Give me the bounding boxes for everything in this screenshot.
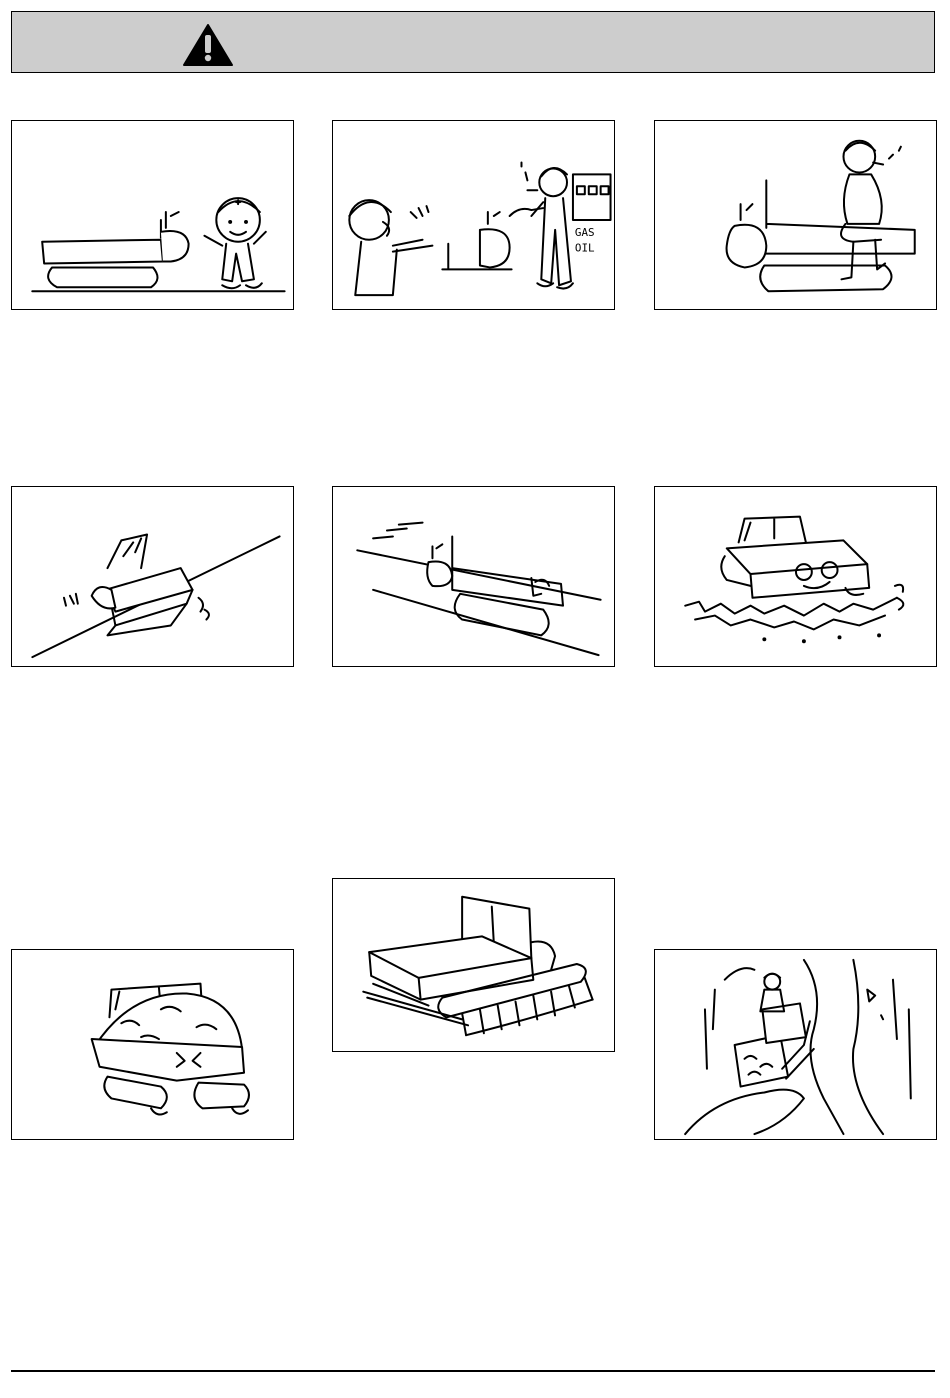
slope-tip-over-illustration xyxy=(12,487,293,666)
no-riding-illustration xyxy=(655,121,936,309)
panel-track-crawler xyxy=(332,878,615,1052)
speed-on-slope-illustration xyxy=(333,487,614,666)
warning-triangle-icon xyxy=(182,23,234,67)
panel-no-smoking-refuel: GAS OIL xyxy=(332,120,615,310)
warning-banner xyxy=(11,11,935,73)
footer-rule xyxy=(11,1370,935,1372)
panel-safety-check xyxy=(11,120,294,310)
panel-slope-tip-over xyxy=(11,486,294,667)
track-crawler-illustration xyxy=(333,879,614,1051)
overload-illustration xyxy=(12,950,293,1139)
soft-ground-sinking-illustration xyxy=(655,487,936,666)
panel-speed-on-slope xyxy=(332,486,615,667)
safety-check-illustration xyxy=(12,121,293,309)
panel-soft-ground-sinking xyxy=(654,486,937,667)
panel-overload xyxy=(11,949,294,1140)
panel-no-riding xyxy=(654,120,937,310)
gas-sign-text: GAS xyxy=(575,226,595,239)
panel-cliff-edge xyxy=(654,949,937,1140)
no-smoking-refuel-illustration: GAS OIL xyxy=(333,121,614,309)
oil-sign-text: OIL xyxy=(575,242,595,255)
cliff-edge-illustration xyxy=(655,950,936,1139)
